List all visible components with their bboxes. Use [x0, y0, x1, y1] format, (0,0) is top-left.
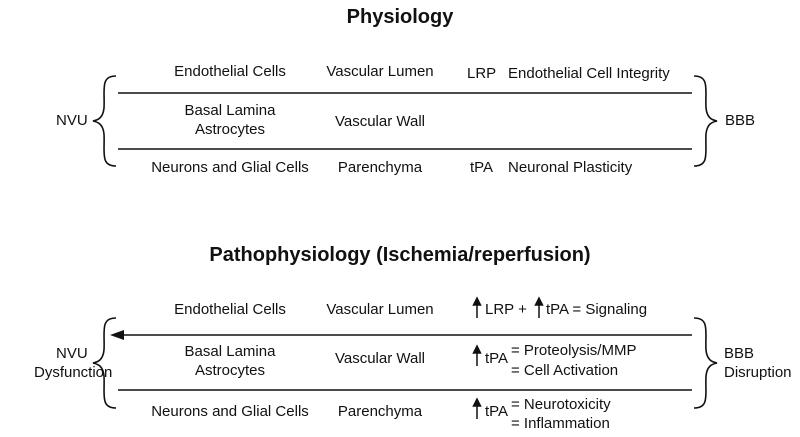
- physiology-effect-plasticity: Neuronal Plasticity: [508, 159, 633, 176]
- physiology-cells-neurons: Neurons and Glial Cells: [151, 159, 309, 176]
- up-arrow-icon: [534, 296, 544, 318]
- pathophysiology-title: Pathophysiology (Ischemia/reperfusion): [209, 244, 591, 266]
- patho-effect-signaling: tPA = Signaling: [546, 301, 648, 318]
- patho-effect-inflammation: = Inflammation: [511, 415, 610, 432]
- patho-agent-tpa-row3: tPA: [485, 403, 509, 420]
- patho-location-parenchyma: Parenchyma: [337, 403, 423, 420]
- patho-cells-basal-lamina: Basal Lamina: [184, 343, 276, 360]
- patho-right-label-line1: BBB: [724, 345, 755, 362]
- physiology-right-label: BBB: [725, 112, 756, 129]
- patho-location-lumen: Vascular Lumen: [326, 301, 434, 318]
- up-arrow-icon: [472, 397, 482, 419]
- physiology-location-wall: Vascular Wall: [334, 113, 426, 130]
- physiology-location-lumen: Vascular Lumen: [326, 63, 434, 80]
- patho-effect-proteolysis: = Proteolysis/MMP: [511, 342, 637, 359]
- patho-effect-activation: = Cell Activation: [511, 362, 619, 379]
- up-arrow-icon: [472, 296, 482, 318]
- patho-left-label-line2: Dysfunction: [34, 364, 113, 381]
- patho-location-wall: Vascular Wall: [334, 350, 426, 367]
- physiology-cells-basal-lamina: Basal Lamina: [184, 102, 276, 119]
- patho-left-label-line1: NVU: [56, 345, 88, 362]
- physiology-title: Physiology: [346, 6, 454, 28]
- patho-agent-tpa-row2: tPA: [485, 350, 509, 367]
- patho-arrow-head: [110, 330, 124, 340]
- patho-right-label-line2: Disruption: [724, 364, 792, 381]
- physiology-left-label: NVU: [56, 112, 88, 129]
- physiology-left-brace: [92, 75, 117, 167]
- physiology-location-parenchyma: Parenchyma: [337, 159, 423, 176]
- patho-effect-neurotoxicity: = Neurotoxicity: [511, 396, 611, 413]
- patho-left-brace: [92, 317, 117, 409]
- physiology-agent-lrp: LRP: [467, 65, 497, 82]
- patho-effect-lrp: LRP +: [485, 301, 527, 318]
- patho-cells-astrocytes: Astrocytes: [194, 362, 266, 379]
- up-arrow-icon: [472, 344, 482, 366]
- physiology-right-brace: [693, 75, 718, 167]
- patho-cells-endothelial: Endothelial Cells: [174, 301, 286, 318]
- physiology-cells-astrocytes: Astrocytes: [194, 121, 266, 138]
- physiology-effect-integrity: Endothelial Cell Integrity: [508, 65, 670, 82]
- physiology-agent-tpa: tPA: [470, 159, 494, 176]
- patho-right-brace: [693, 317, 718, 409]
- patho-cells-neurons: Neurons and Glial Cells: [151, 403, 309, 420]
- physiology-cells-endothelial: Endothelial Cells: [174, 63, 286, 80]
